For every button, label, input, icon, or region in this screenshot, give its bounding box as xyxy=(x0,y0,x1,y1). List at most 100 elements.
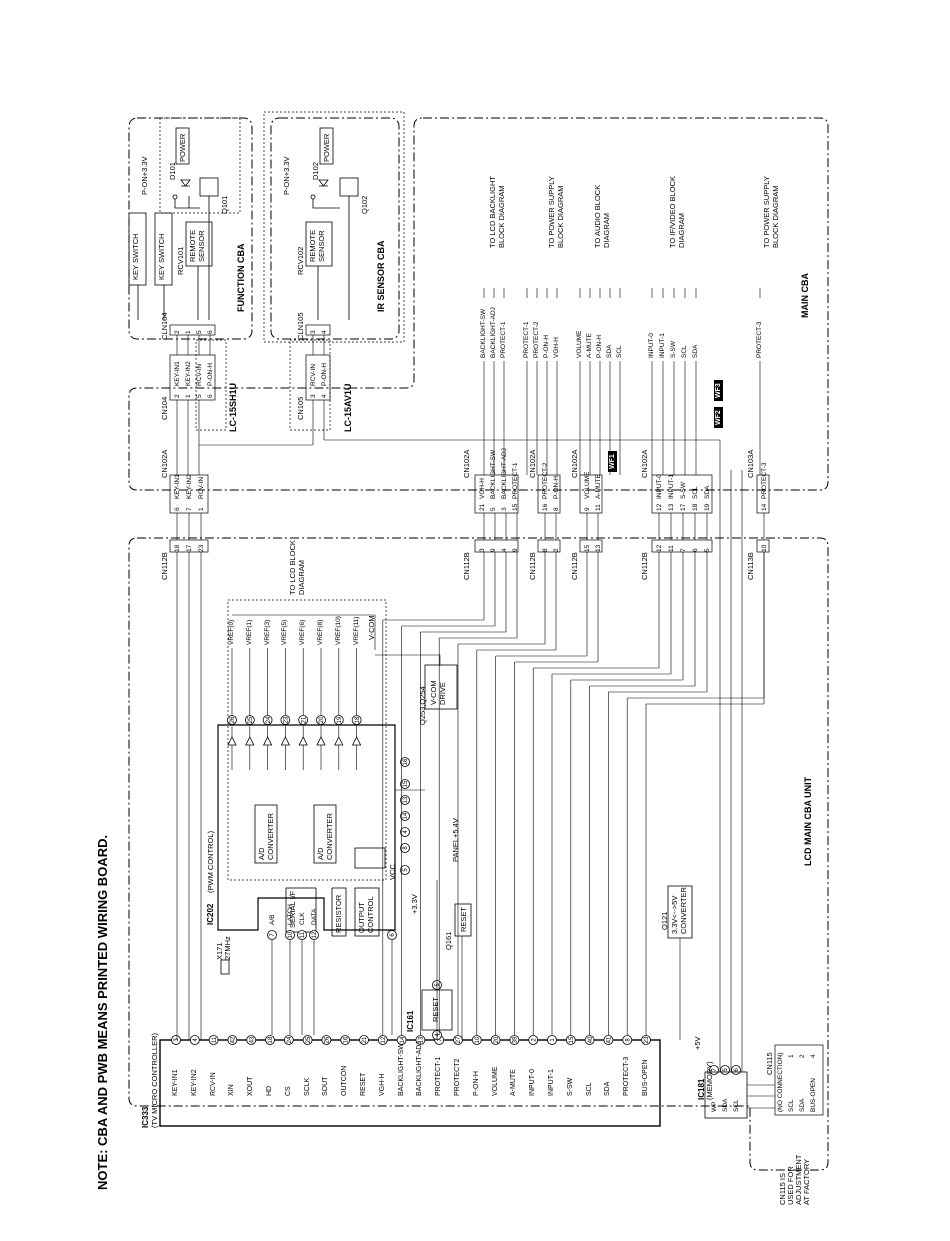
resistor-box xyxy=(331,887,347,937)
q161-reset-label: RESET xyxy=(459,906,468,932)
lcd-main-cba-unit-label: LCD MAIN CBA UNIT xyxy=(803,776,813,866)
cn104-sig-2: RCV-IN xyxy=(196,363,203,386)
ic333-sig-23: SDA xyxy=(604,1081,612,1096)
cn104-sig-1: KEY-IN2 xyxy=(185,361,192,386)
cn102a-video-sig-2: S-SW xyxy=(680,482,687,499)
ic333-sig-3: XIN xyxy=(228,1084,236,1096)
svg-text:15: 15 xyxy=(569,1036,575,1043)
cln104-strip xyxy=(169,324,216,336)
cn102a-5-label: CN102A xyxy=(640,449,649,478)
cn115-pin-2: 2 xyxy=(799,1054,806,1058)
svg-text:14: 14 xyxy=(403,812,409,819)
function-cba-outline xyxy=(128,117,253,340)
ic202-mid-pin-1: 8 xyxy=(400,843,410,853)
ir-sensor-cba xyxy=(305,127,359,320)
ic333-box xyxy=(159,1039,661,1127)
svg-text:10: 10 xyxy=(288,931,294,938)
svg-text:1: 1 xyxy=(550,1038,556,1042)
dest-power-supply-1: TO POWER SUPPLY BLOCK DIAGRAM xyxy=(547,176,565,248)
cln104-pin-0: 2 xyxy=(174,330,181,334)
cn102a-video-pin-4: 19 xyxy=(704,503,711,511)
block-outlines xyxy=(128,117,829,1171)
svg-text:41: 41 xyxy=(607,1036,613,1043)
power-2-label: POWER xyxy=(322,133,331,162)
ad-converter-2-label: A/D CONVERTER xyxy=(316,813,334,860)
ic333-pin-21: 15 xyxy=(565,1035,576,1045)
ic181-pin-2: 6 xyxy=(731,1065,741,1075)
cn102a-key-pin-2: 1 xyxy=(198,507,205,511)
main-g4-sig-0: INPUT-0 xyxy=(648,333,655,358)
cn115-label: CN115 xyxy=(765,1052,774,1075)
ic333-pin-24: 8 xyxy=(622,1035,633,1045)
cn115-note-4: AT FACTORY xyxy=(802,1158,811,1205)
cln104-pin-1: 1 xyxy=(185,330,192,334)
ic202-desc: (PWM CONTROL) xyxy=(206,830,215,893)
plus-3v3-label: +3.3V xyxy=(410,894,419,914)
ic333-sig-14: PROTECT-1 xyxy=(435,1056,443,1096)
cn102a-vgh-sig-1: BACKLIGHT-SW xyxy=(490,449,497,499)
svg-text:25: 25 xyxy=(248,716,254,723)
ic202-box xyxy=(217,724,396,931)
ic202-mid-pin-6: 16 xyxy=(400,757,410,767)
q102-label: Q102 xyxy=(360,195,369,214)
cn102a-video-sig-0: INPUT-0 xyxy=(656,474,663,499)
ad-converter-1 xyxy=(254,804,278,864)
main-g1-sig-0: BACKLIGHT-SW xyxy=(480,308,487,358)
svg-text:11: 11 xyxy=(212,1036,218,1043)
svg-text:21: 21 xyxy=(362,1036,368,1043)
ic333-pin-2: 11 xyxy=(208,1035,219,1045)
panel-5v4-label: PANEL+5.4V xyxy=(451,818,460,862)
cn112b-vgh-pin-0: 3 xyxy=(479,548,486,552)
ic202-out-pin-6: 19 xyxy=(333,715,344,725)
key-switch-1 xyxy=(128,212,147,286)
cn104-strip xyxy=(169,354,216,401)
ic333-pin-3: 42 xyxy=(227,1035,238,1045)
ad-converter-1-label: A/D CONVERTER xyxy=(257,813,275,860)
main-g2-sig-2: P-ON-H xyxy=(543,334,550,358)
q101-box xyxy=(199,177,219,197)
svg-text:14: 14 xyxy=(400,1036,406,1043)
svg-text:7: 7 xyxy=(270,933,276,937)
ic202-in-sig-1: LATCH xyxy=(287,904,294,925)
cn115-pin-3: 4 xyxy=(810,1054,817,1058)
cn102a-video-pin-0: 12 xyxy=(656,503,663,511)
cn112b-key-pin-1: 17 xyxy=(186,544,193,552)
vcc-label: VCC xyxy=(388,864,397,880)
ic333-pin-7: 25 xyxy=(302,1035,313,1045)
main-g2-sig-1: PROTECT-2 xyxy=(533,321,540,358)
svg-text:13: 13 xyxy=(419,1036,425,1043)
ic161-reset-label: RESET xyxy=(431,996,440,1022)
power-box-2 xyxy=(319,127,334,165)
cn102a-1-label: CN102A xyxy=(160,449,169,478)
ic202-out-sig-0: VREF(0) xyxy=(228,619,235,645)
svg-text:16: 16 xyxy=(343,1036,349,1043)
cn104-pin-1: 1 xyxy=(185,394,192,398)
q102-box xyxy=(339,177,359,197)
svg-text:26: 26 xyxy=(230,716,236,723)
svg-text:18: 18 xyxy=(268,1036,274,1043)
main-g3-sig-0: VOLUME xyxy=(576,330,583,358)
ic333-sig-8: SOUT xyxy=(322,1076,330,1096)
vcom-drive-box xyxy=(424,664,458,710)
ic202-out-pin-3: 23 xyxy=(280,715,291,725)
ic202-amplifiers xyxy=(227,736,362,746)
ic202-out-sig-3: VREF(5) xyxy=(281,619,289,645)
cn102a-vgh-pin-1: 5 xyxy=(490,507,497,511)
cn104-label: CN104 xyxy=(160,396,169,420)
ic202-in-sig-0: A/B xyxy=(269,914,276,925)
ic181-pin-1: 5 xyxy=(720,1065,730,1075)
cn112b-2-label: CN112B xyxy=(462,552,471,580)
cln105-strip xyxy=(305,324,331,336)
cn113b-pin-0: 10 xyxy=(761,544,768,552)
cn102a-4-label: CN102A xyxy=(570,449,579,478)
cn113b-label: CN113B xyxy=(746,552,755,580)
cn102a-key-sig-0: KEY-IN1 xyxy=(174,474,181,499)
ic202-in-pin-1: 10 xyxy=(285,930,295,940)
q121-name: Q121 xyxy=(660,911,669,930)
function-cba xyxy=(128,127,219,320)
ic202-out-pin-2: 24 xyxy=(262,715,273,725)
remote-sensor-1 xyxy=(185,221,213,267)
cn102a-vgh-strip xyxy=(474,474,519,514)
rcv101-label: RCV101 xyxy=(176,246,185,275)
remote-sensor-2-label: REMOTE SENSOR xyxy=(308,229,326,262)
